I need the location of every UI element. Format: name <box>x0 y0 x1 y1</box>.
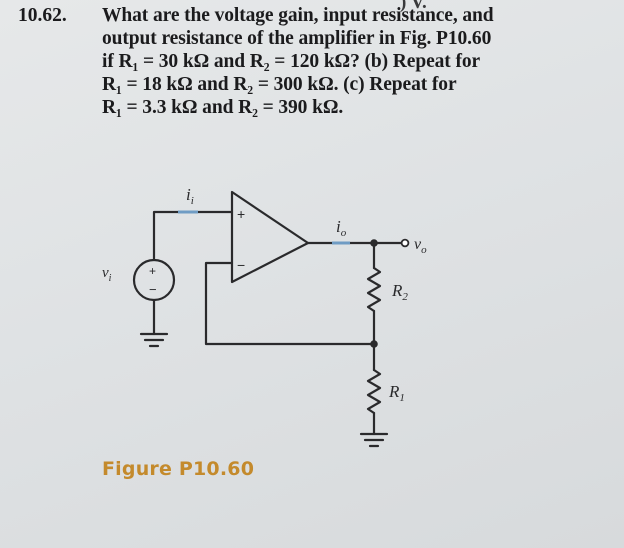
problem-text: What are the voltage gain, input resista… <box>102 4 596 119</box>
problem-line-4: R₁ = 18 kΩ and R₂ = 300 kΩ. (c) Repeat f… <box>102 74 457 95</box>
feedback-node <box>370 340 378 348</box>
previous-problem-fragment: ) V. <box>400 0 427 13</box>
opamp-minus-sign: − <box>237 257 245 273</box>
problem-line-2: output resistance of the amplifier in Fi… <box>102 28 492 49</box>
ground-source <box>139 332 169 348</box>
feedback-wire <box>204 261 376 346</box>
resistor-r2 <box>366 266 382 313</box>
source-plus-sign: + <box>149 264 156 278</box>
problem-line-5: R₁ = 3.3 kΩ and R₂ = 390 kΩ. <box>102 97 344 118</box>
input-wire <box>152 210 234 262</box>
source-minus-sign: − <box>149 282 157 297</box>
r2-label: R2 <box>391 281 408 303</box>
problem-line-1: What are the voltage gain, input resista… <box>102 5 494 26</box>
problem-line-3: if R₁ = 30 kΩ and R₂ = 120 kΩ? (b) Repea… <box>102 51 481 72</box>
output-current-label: io <box>336 217 347 239</box>
opamp-body <box>230 190 310 284</box>
output-terminal <box>400 238 410 248</box>
r1-label: R1 <box>388 382 405 404</box>
problem-number: 10.62. <box>18 5 67 26</box>
source-voltage-label: vi <box>102 265 112 284</box>
input-current-label: ii <box>186 185 194 207</box>
output-node <box>370 239 378 247</box>
resistor-r1 <box>366 368 382 415</box>
opamp-plus-sign: + <box>237 206 245 222</box>
figure-caption: Figure P10.60 <box>102 458 255 480</box>
output-voltage-label: vo <box>414 236 427 256</box>
ground-r1 <box>359 432 389 448</box>
